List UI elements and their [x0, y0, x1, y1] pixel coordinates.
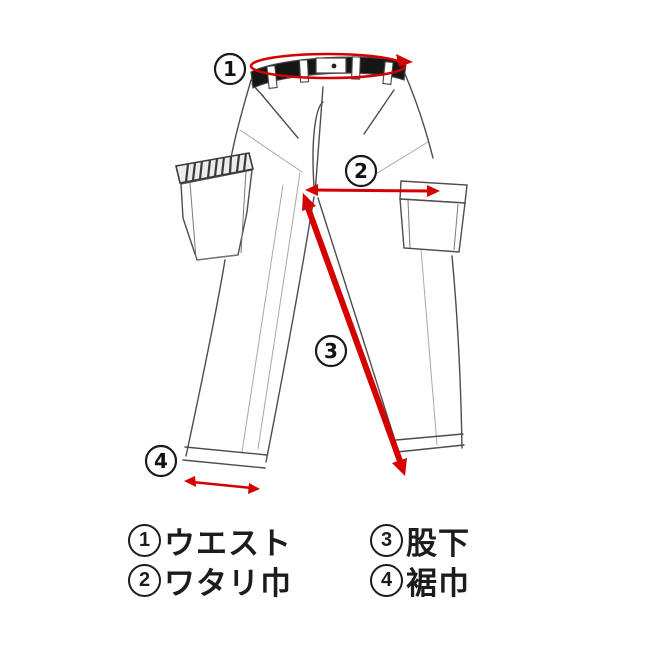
inseam-measurement-arrow — [302, 193, 407, 476]
left-hip-seam — [230, 79, 252, 159]
right-inner-seam — [317, 197, 399, 451]
center-front-seam — [314, 86, 324, 195]
thigh-measurement-arrow — [305, 184, 440, 197]
legend-circle-1: 1 — [128, 523, 161, 557]
seam-lines — [239, 129, 438, 453]
left-inner-seam — [265, 196, 315, 463]
legend-label-waist: ウエスト — [164, 525, 292, 561]
right-hip-seam — [404, 73, 434, 159]
legend-label-hem: 裾巾 — [406, 565, 470, 601]
left-front-pocket — [261, 94, 299, 139]
legend-label-thigh: ワタリ巾 — [164, 565, 292, 601]
left-cargo-pocket — [175, 152, 254, 261]
legend-circle-2: 2 — [128, 563, 161, 597]
marker-4-number: 4 — [154, 449, 168, 473]
right-hem-edge — [396, 444, 465, 453]
legend-item-thigh: 2 ワタリ巾 — [128, 558, 370, 603]
measurement-legend: 1 ウエスト 3 股下 2 ワタリ巾 4 裾巾 — [128, 518, 470, 603]
left-pocket-flap — [175, 152, 254, 184]
legend-item-waist: 1 ウエスト — [128, 518, 370, 563]
hem-measurement-arrow — [184, 476, 260, 494]
legend-item-hem: 4 裾巾 — [370, 558, 470, 603]
right-outer-seam — [451, 255, 463, 449]
left-outer-seam — [185, 259, 226, 457]
marker-2-thigh: 2 — [344, 154, 378, 188]
legend-label-inseam: 股下 — [406, 525, 470, 561]
waistband — [250, 56, 407, 89]
marker-3-inseam: 3 — [314, 334, 348, 368]
marker-4-hem: 4 — [144, 444, 178, 478]
legend-item-inseam: 3 股下 — [370, 518, 470, 563]
right-cuff-line — [395, 433, 464, 441]
left-hem-edge — [182, 459, 266, 469]
pants-outline — [182, 73, 465, 469]
marker-1-number: 1 — [223, 57, 237, 81]
waist-button — [331, 63, 337, 69]
marker-3-number: 3 — [324, 339, 338, 363]
right-front-pocket — [363, 89, 395, 135]
waist-measurement-arrow — [249, 52, 413, 80]
marker-1-waist: 1 — [213, 52, 247, 86]
legend-circle-4: 4 — [370, 563, 403, 597]
fly-stitch — [312, 101, 324, 187]
legend-circle-3: 3 — [370, 523, 403, 557]
marker-2-number: 2 — [354, 159, 368, 183]
waistband-button-tab — [315, 57, 347, 74]
left-cuff-line — [184, 446, 268, 456]
